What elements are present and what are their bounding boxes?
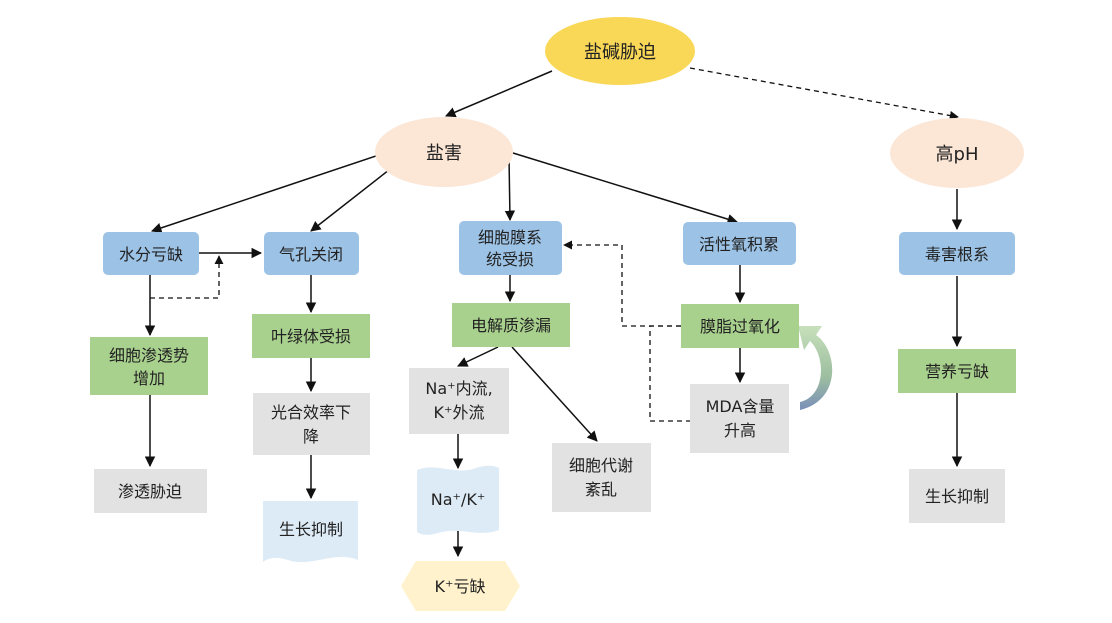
- node-photosynthesis-decline: [253, 393, 370, 455]
- node-lipid-peroxidation-label: 膜脂过氧化: [700, 317, 780, 336]
- node-root-toxicity-label: 毒害根系: [925, 245, 989, 264]
- node-chloroplast-damage-label: 叶绿体受损: [271, 327, 351, 346]
- node-salt-alkali-stress-label: 盐碱胁迫: [584, 42, 656, 63]
- node-growth-inhibition-right: [909, 469, 1005, 523]
- node-stomata-closure-label: 气孔关闭: [279, 245, 343, 264]
- node-growth-inhibition-right-label: 生长抑制: [925, 487, 989, 506]
- dashed-arrow-root-to-highph: [689, 67, 959, 121]
- node-osmotic-potential-label-line1: 细胞渗透势: [109, 346, 189, 365]
- node-chloroplast-damage: [252, 314, 370, 358]
- dashed-arrow-water-feedback: [150, 255, 224, 299]
- node-osmotic-potential: [90, 337, 208, 395]
- node-osmotic-potential-label-line2: 增加: [133, 369, 165, 388]
- arrow-salt-to-stomata: [310, 165, 395, 232]
- node-electrolyte-leakage-label: 电解质渗漏: [471, 316, 551, 335]
- node-osmotic-stress-label: 渗透胁迫: [118, 482, 182, 501]
- connectors: [144, 70, 963, 558]
- arrow-salt-to-membrane: [504, 156, 516, 222]
- node-water-deficit: [103, 232, 199, 275]
- arrow-salt-to-water: [151, 153, 383, 233]
- node-membrane-damage: [459, 221, 562, 275]
- node-ion-flux-label-line2: K⁺外流: [434, 403, 485, 422]
- node-ion-flux-label-line1: Na⁺内流,: [425, 379, 492, 398]
- arrow-salt-to-ros: [512, 152, 739, 225]
- dashed-connectors: [150, 67, 959, 422]
- node-salt-damage: [375, 117, 513, 187]
- node-nutrient-deficit-label: 营养亏缺: [925, 362, 989, 381]
- node-metabolic-disorder-label-line1: 细胞代谢: [569, 456, 633, 475]
- feedback-curve-shape: [798, 326, 833, 410]
- arrow-root-to-salt: [445, 70, 553, 118]
- node-lipid-peroxidation: [681, 304, 799, 348]
- node-k-deficit-label: K⁺亏缺: [435, 577, 486, 596]
- node-mda-increase-label-line2: 升高: [724, 421, 756, 440]
- node-metabolic-disorder-label-line2: 紊乱: [585, 480, 617, 499]
- node-metabolic-disorder: [552, 443, 651, 512]
- node-ros-accumulation: [683, 222, 796, 265]
- node-electrolyte-leakage: [452, 303, 570, 347]
- dashed-line-lipid-mda: [649, 325, 690, 422]
- node-nutrient-deficit: [898, 349, 1016, 393]
- node-root-toxicity: [899, 232, 1015, 275]
- node-high-ph: [890, 118, 1024, 188]
- node-na-k-ratio-label: Na⁺/K⁺: [431, 490, 486, 509]
- node-photosynthesis-decline-label-line1: 光合效率下: [271, 403, 351, 422]
- node-photosynthesis-decline-label-line2: 降: [303, 427, 319, 446]
- node-na-k-ratio: [417, 465, 499, 535]
- node-salt-damage-label: 盐害: [426, 143, 462, 164]
- arrow-electro-to-meta: [511, 346, 598, 442]
- node-osmotic-stress: [94, 469, 207, 513]
- node-salt-alkali-stress: [545, 17, 695, 85]
- arrow-electro-to-ion: [457, 346, 499, 367]
- dashed-arrow-lipid-to-membrane: [563, 240, 681, 327]
- node-membrane-damage-label-line2: 统受损: [486, 250, 534, 269]
- node-high-ph-label: 高pH: [936, 144, 979, 165]
- node-mda-increase-label-line1: MDA含量: [706, 397, 775, 416]
- node-k-deficit: [401, 561, 520, 611]
- node-growth-inhibition-left: [263, 501, 358, 563]
- node-water-deficit-label: 水分亏缺: [119, 245, 183, 264]
- feedback-curve-arrow: [798, 326, 833, 410]
- node-growth-inhibition-left-label: 生长抑制: [279, 520, 343, 539]
- node-stomata-closure: [264, 232, 359, 275]
- node-membrane-damage-label-line1: 细胞膜系: [478, 228, 542, 247]
- node-mda-increase: [690, 384, 789, 453]
- node-ros-accumulation-label: 活性氧积累: [699, 235, 779, 254]
- node-ion-flux: [409, 368, 509, 434]
